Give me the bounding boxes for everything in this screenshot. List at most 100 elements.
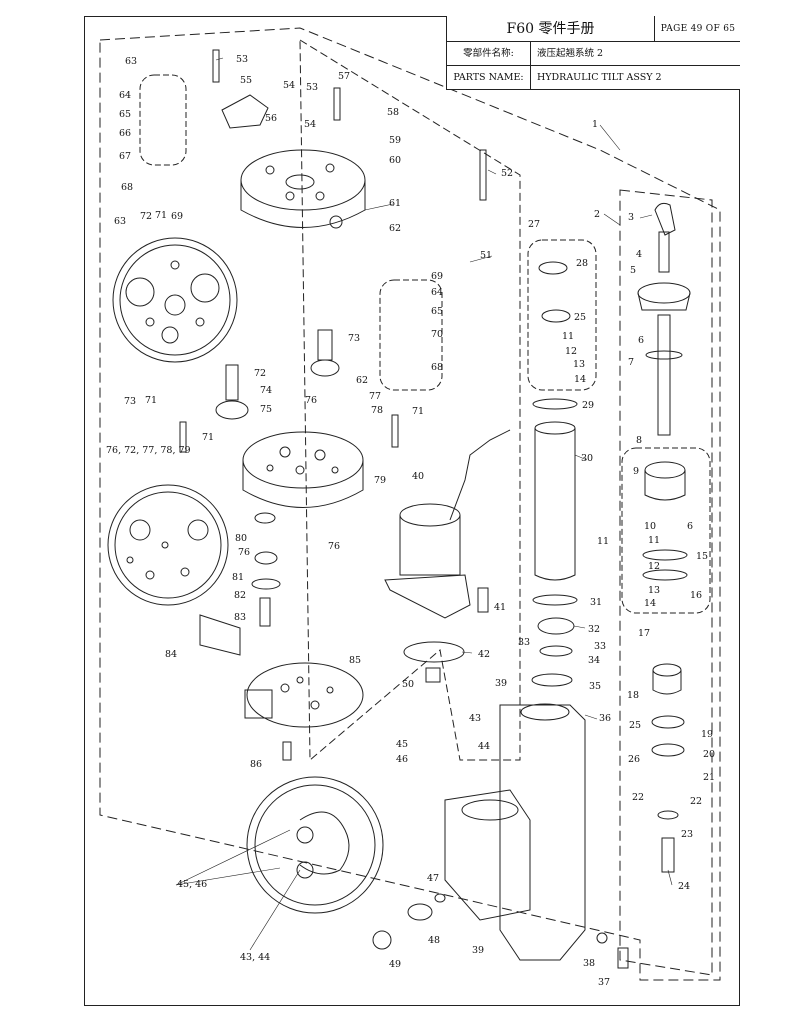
callout: 71 xyxy=(202,432,214,443)
spring-83 xyxy=(259,597,271,627)
o-ring-42 xyxy=(403,641,465,663)
callout: 39 xyxy=(472,945,484,956)
callout: 64 xyxy=(431,287,443,298)
callout: 10 xyxy=(644,521,656,532)
callout: 53 xyxy=(306,82,318,93)
ring-38 xyxy=(596,932,608,944)
callout: 37 xyxy=(598,977,610,988)
bracket-84 xyxy=(199,614,241,656)
callout: 82 xyxy=(234,590,246,601)
callout: 9 xyxy=(633,466,639,477)
callout: 62 xyxy=(356,375,368,386)
callout: 17 xyxy=(638,628,650,639)
callout: 27 xyxy=(528,219,540,230)
parts-name-label-cn: 零部件名称: xyxy=(447,42,531,66)
assembly-boundary-valve xyxy=(299,39,521,762)
callout: 54 xyxy=(304,119,316,130)
callout: 71 xyxy=(155,210,167,221)
valve-block-79 xyxy=(242,431,364,508)
callout: 77 xyxy=(369,391,381,402)
callout: 66 xyxy=(119,128,131,139)
valve-48 xyxy=(407,903,433,921)
callout: 20 xyxy=(703,749,715,760)
coupling-50 xyxy=(425,667,441,683)
callout: 13 xyxy=(573,359,585,370)
callout: 84 xyxy=(165,649,177,660)
manual-title: F60 零件手册 xyxy=(447,16,655,42)
callout: 34 xyxy=(588,655,600,666)
callout: 11 xyxy=(562,331,574,342)
gear-72 xyxy=(215,364,249,420)
callout: 11 xyxy=(597,536,609,547)
callout: 45, 46 xyxy=(177,879,207,890)
callout: 49 xyxy=(389,959,401,970)
valve-80 xyxy=(254,512,276,524)
callout: 41 xyxy=(494,602,506,613)
callout: 44 xyxy=(478,741,490,752)
callout: 54 xyxy=(283,80,295,91)
callout: 83 xyxy=(234,612,246,623)
callout: 12 xyxy=(565,346,577,357)
callout: 56 xyxy=(265,113,277,124)
callout: 55 xyxy=(240,75,252,86)
callout: 85 xyxy=(349,655,361,666)
callout: 60 xyxy=(389,155,401,166)
callout: 32 xyxy=(588,624,600,635)
callout: 72 xyxy=(140,211,152,222)
parts-name-value-cn: 液压起翘系统 2 xyxy=(537,48,604,59)
callout: 76, 72, 77, 78, 79 xyxy=(106,445,191,456)
cylinder-tube-30 xyxy=(534,421,576,581)
callout: 26 xyxy=(628,754,640,765)
callout: 40 xyxy=(412,471,424,482)
o-ring-82 xyxy=(251,578,281,590)
ring-29 xyxy=(532,398,578,410)
callout: 35 xyxy=(589,681,601,692)
callout: 45 xyxy=(396,739,408,750)
callout: 43 xyxy=(469,713,481,724)
callout: 78 xyxy=(371,405,383,416)
callout: 24 xyxy=(678,881,690,892)
pin-71-left xyxy=(179,421,187,453)
callout: 33 xyxy=(594,641,606,652)
bolt-41 xyxy=(477,587,489,613)
assembly-boundary-main xyxy=(99,27,721,981)
callout: 69 xyxy=(171,211,183,222)
callout: 6 xyxy=(638,335,644,346)
callout: 46 xyxy=(396,754,408,765)
callout: 50 xyxy=(402,679,414,690)
piston-18 xyxy=(652,663,682,677)
piston-32 xyxy=(537,617,575,635)
callout: 15 xyxy=(696,551,708,562)
callout: 6 xyxy=(687,521,693,532)
parts-name-label-en: PARTS NAME: xyxy=(447,66,531,90)
callout: 71 xyxy=(145,395,157,406)
gear-73 xyxy=(310,329,340,377)
parts-name-value-en: HYDRAULIC TILT ASSY 2 xyxy=(537,72,662,83)
callout: 23 xyxy=(681,829,693,840)
callout: 18 xyxy=(627,690,639,701)
callout: 25 xyxy=(574,312,586,323)
callout: 13 xyxy=(648,585,660,596)
piston-9 xyxy=(644,461,686,479)
callout: 31 xyxy=(590,597,602,608)
ring-16 xyxy=(642,569,688,581)
group-box-69 xyxy=(379,279,443,391)
callout: 69 xyxy=(431,271,443,282)
callout: 72 xyxy=(254,368,266,379)
bracket-55 xyxy=(221,94,269,129)
callout: 53 xyxy=(236,54,248,65)
callout: 1 xyxy=(592,119,598,130)
piston-rod-assembly xyxy=(637,202,691,436)
housing-36 xyxy=(444,703,586,961)
callout: 57 xyxy=(338,71,350,82)
washer-23 xyxy=(657,810,679,820)
callout: 76 xyxy=(238,547,250,558)
parts-name-cn-row: 零部件名称: 液压起翘系统 2 xyxy=(447,42,740,66)
bolt-86 xyxy=(282,741,292,761)
piston-28 xyxy=(538,261,568,275)
page-number: PAGE 49 OF 65 xyxy=(660,24,736,34)
callout: 79 xyxy=(374,475,386,486)
callout-labels: 1 2 3 4 5 6 7 8 9 10 6 11 12 15 13 16 14… xyxy=(106,54,715,988)
callout: 22 xyxy=(690,796,702,807)
